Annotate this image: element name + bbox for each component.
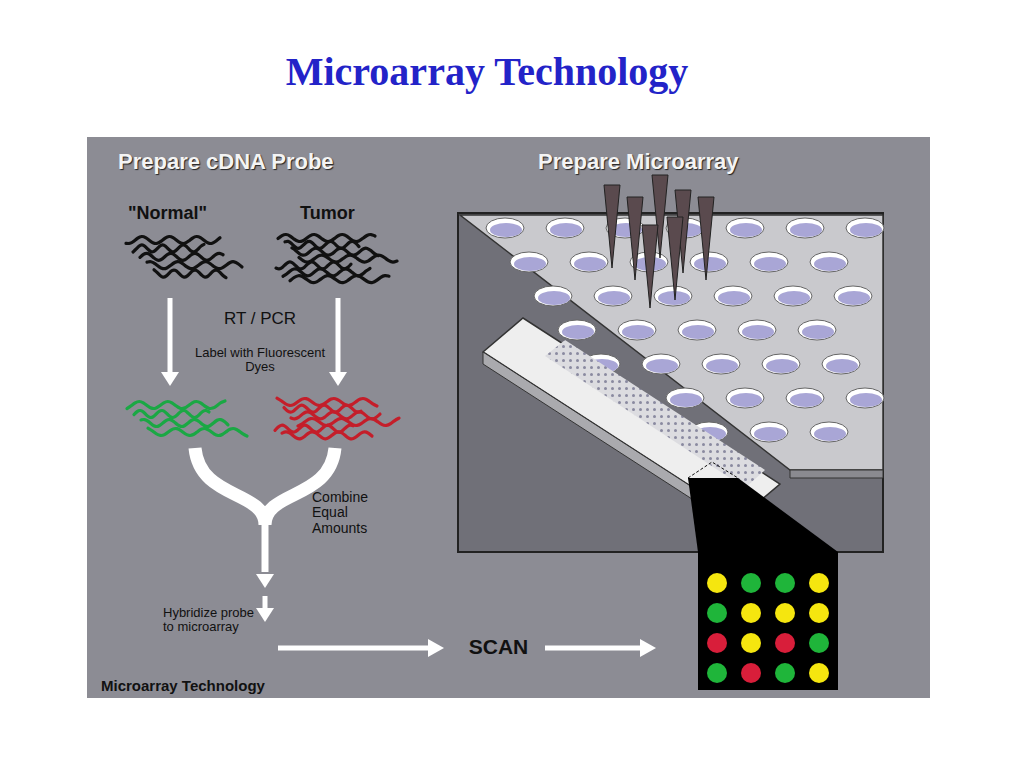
scan-result	[698, 552, 838, 690]
array-spot	[707, 663, 727, 683]
step-label: Label with Fluorescent Dyes	[190, 346, 330, 375]
array-spot	[707, 573, 727, 593]
step-label: Hybridize probe to microarray	[163, 606, 258, 635]
nucleic-acid-strands	[276, 235, 397, 283]
array-spot	[809, 603, 829, 623]
array-spot	[775, 603, 795, 623]
page-title: Microarray Technology	[0, 48, 974, 95]
array-spot	[775, 663, 795, 683]
array-spot	[741, 663, 761, 683]
array-spot	[809, 573, 829, 593]
array-spot	[741, 603, 761, 623]
step-label: RT / PCR	[200, 310, 320, 329]
nucleic-acid-strands	[126, 237, 242, 278]
array-spot	[741, 573, 761, 593]
sample-label: "Normal"	[128, 204, 228, 224]
array-spot	[741, 633, 761, 653]
panel-ground	[87, 137, 930, 698]
array-spot	[707, 603, 727, 623]
array-spot	[775, 633, 795, 653]
section-heading: Prepare Microarray	[538, 150, 858, 174]
array-spot	[707, 633, 727, 653]
nucleic-acid-strands	[127, 401, 247, 436]
microarray-scene	[458, 175, 884, 552]
array-spot	[775, 573, 795, 593]
array-spot	[809, 663, 829, 683]
step-label: SCAN	[456, 635, 541, 658]
array-spot	[809, 633, 829, 653]
step-label: Combine Equal Amounts	[312, 490, 402, 536]
sample-label: Tumor	[300, 204, 390, 224]
panel-caption: Microarray Technology	[101, 677, 265, 694]
section-heading: Prepare cDNA Probe	[118, 150, 418, 174]
nucleic-acid-strands	[275, 398, 399, 439]
